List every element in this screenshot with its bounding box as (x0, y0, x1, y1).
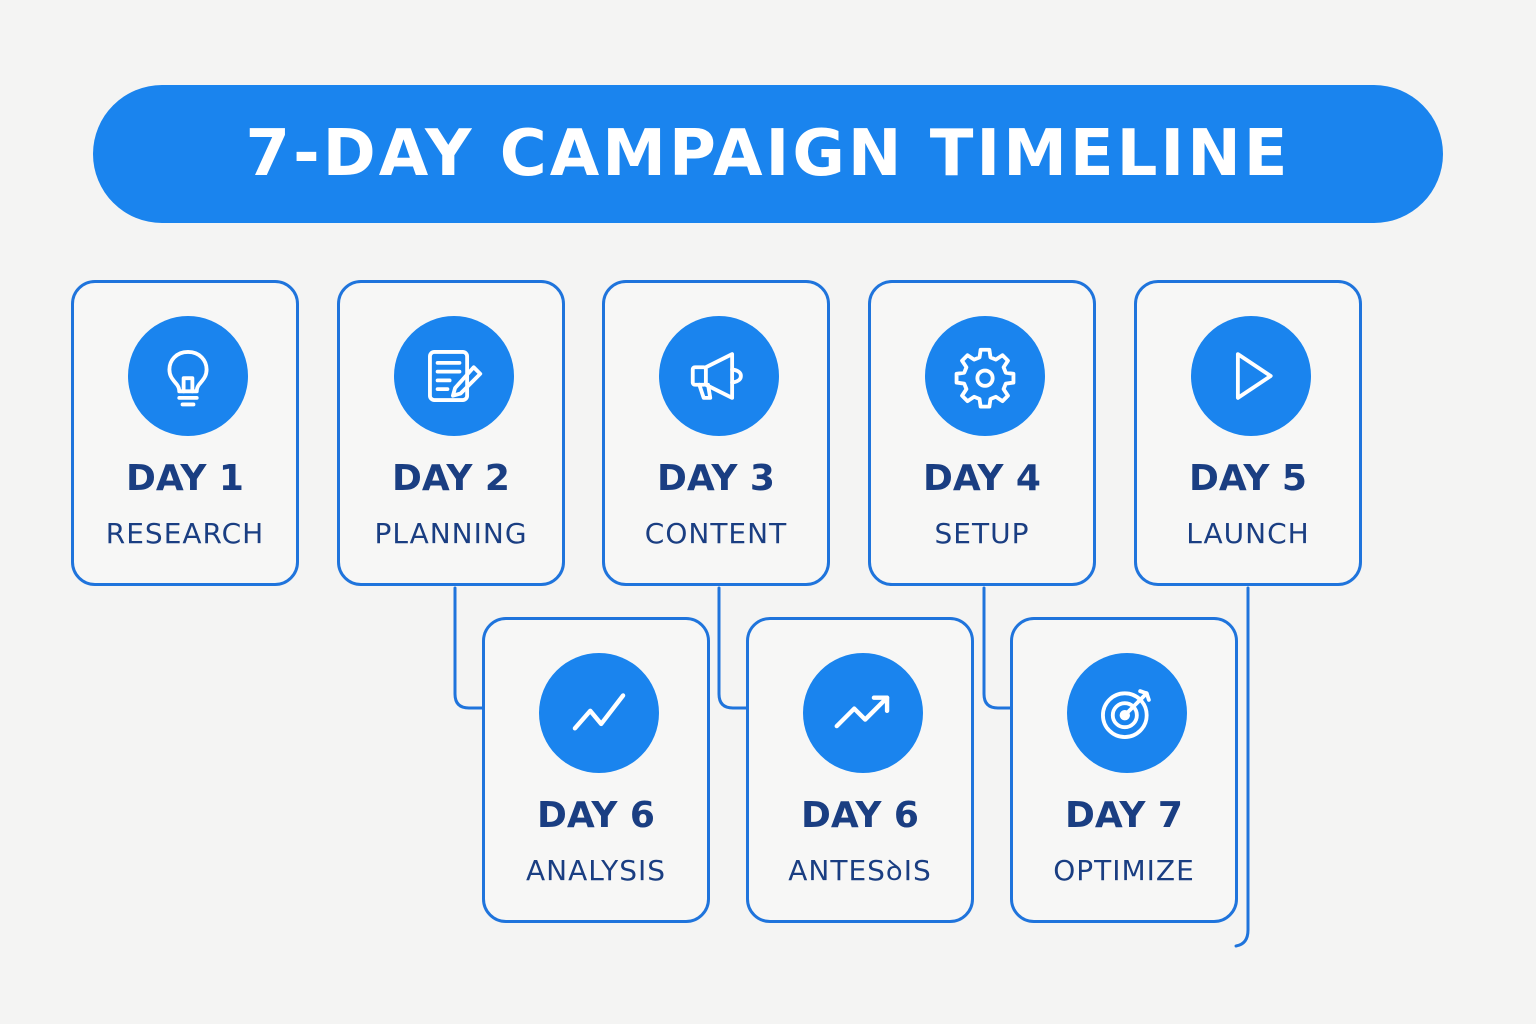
icon-badge (394, 316, 514, 436)
connector-day4-day7 (982, 586, 1014, 710)
day-label: DAY 1 (126, 458, 244, 499)
step-label: CONTENT (644, 517, 788, 550)
lightbulb-icon (167, 350, 209, 407)
icon-badge (803, 653, 923, 773)
day-label: DAY 4 (923, 458, 1041, 499)
title-banner: 7-DAY CAMPAIGN TIMELINE (93, 85, 1443, 223)
step-label: SETUP (934, 517, 1030, 550)
day-label: DAY 3 (657, 458, 775, 499)
day-label: DAY 7 (1065, 795, 1183, 836)
icon-badge (1067, 653, 1187, 773)
card-day-5: DAY 5 LAUNCH (1134, 280, 1362, 586)
megaphone-icon (690, 352, 743, 400)
step-label: RESEARCH (105, 517, 265, 550)
icon-badge (1191, 316, 1311, 436)
connector-day2-day6 (453, 586, 486, 710)
step-label: OPTIMIZE (1053, 854, 1195, 887)
card-day-6-antesis: DAY 6 ANTESꝺIS (746, 617, 974, 923)
day-label: DAY 5 (1189, 458, 1307, 499)
gear-icon (954, 347, 1016, 409)
page-title: 7-DAY CAMPAIGN TIMELINE (245, 117, 1291, 191)
play-icon (1235, 352, 1273, 400)
card-day-7: DAY 7 OPTIMIZE (1010, 617, 1238, 923)
icon-badge (128, 316, 248, 436)
icon-badge (659, 316, 779, 436)
card-day-6-analysis: DAY 6 ANALYSIS (482, 617, 710, 923)
connector-day5-end (1234, 586, 1250, 948)
line-chart-icon (572, 693, 626, 731)
day-label: DAY 6 (801, 795, 919, 836)
card-day-4: DAY 4 SETUP (868, 280, 1096, 586)
trend-up-icon (834, 695, 890, 729)
step-label: ANTESꝺIS (788, 854, 932, 887)
document-edit-icon (428, 350, 483, 402)
card-day-3: DAY 3 CONTENT (602, 280, 830, 586)
icon-badge (925, 316, 1045, 436)
card-day-2: DAY 2 PLANNING (337, 280, 565, 586)
step-label: ANALYSIS (525, 854, 667, 887)
target-icon (1101, 689, 1151, 739)
card-day-1: DAY 1 RESEARCH (71, 280, 299, 586)
step-label: PLANNING (374, 517, 528, 550)
step-label: LAUNCH (1186, 517, 1310, 550)
day-label: DAY 2 (392, 458, 510, 499)
day-label: DAY 6 (537, 795, 655, 836)
connector-day3-day6b (717, 586, 750, 710)
icon-badge (539, 653, 659, 773)
